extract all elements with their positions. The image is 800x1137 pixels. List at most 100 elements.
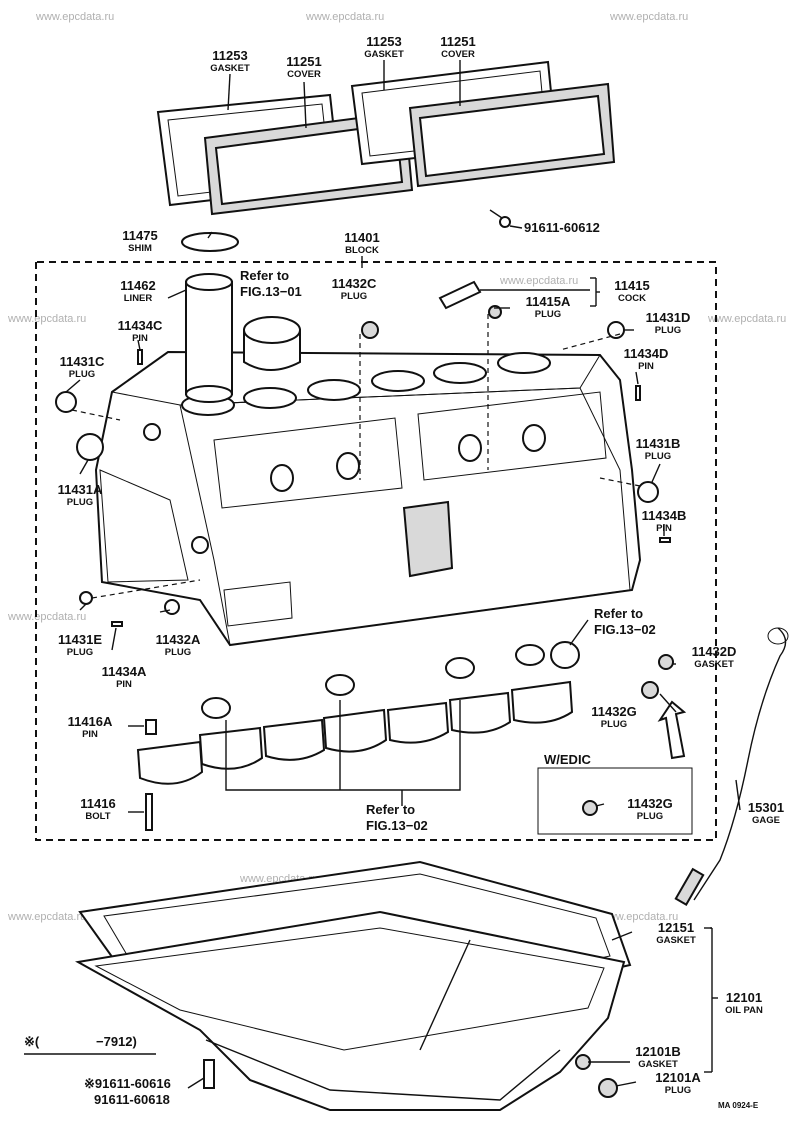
part-name: COCK bbox=[618, 293, 646, 304]
watermark: www.epcdata.ru bbox=[305, 11, 384, 23]
part-name: PLUG bbox=[535, 309, 561, 320]
part-number: 15301 bbox=[748, 800, 784, 815]
reference-plug[interactable]: Refer to FIG.13−02 bbox=[594, 606, 656, 637]
watermark: www.epcdata.ru bbox=[7, 611, 86, 623]
part-number: 11431B bbox=[636, 436, 681, 451]
piston-illustration bbox=[243, 316, 301, 371]
liner-illustration bbox=[185, 273, 233, 403]
part-name: PLUG bbox=[645, 451, 671, 462]
part-label-91611c[interactable]: 91611-60618 bbox=[94, 1092, 170, 1107]
reference-bearing[interactable]: Refer to FIG.13−02 bbox=[366, 802, 428, 833]
part-number: 91611-60612 bbox=[524, 220, 600, 235]
part-name: OIL PAN bbox=[725, 1005, 763, 1016]
part-label-91611b[interactable]: ※91611-60616 bbox=[84, 1076, 171, 1091]
watermark: www.epcdata.ru bbox=[609, 11, 688, 23]
part-number: 11251 bbox=[286, 54, 321, 69]
wedic-variant-box bbox=[537, 767, 693, 835]
part-number: 11432G bbox=[591, 704, 637, 719]
part-number: 11431A bbox=[58, 482, 103, 497]
part-name: PLUG bbox=[341, 291, 367, 302]
part-name: PIN bbox=[656, 523, 672, 534]
part-name: COVER bbox=[287, 69, 321, 80]
part-name: PIN bbox=[82, 729, 98, 740]
part-number: 11415A bbox=[526, 294, 571, 309]
part-name: GASKET bbox=[364, 49, 404, 60]
part-name: PLUG bbox=[67, 647, 93, 658]
part-number: 11253 bbox=[366, 34, 401, 49]
part-name: LINER bbox=[124, 293, 153, 304]
part-number: 11434A bbox=[102, 664, 147, 679]
part-name: PIN bbox=[132, 333, 148, 344]
reference-labels: Refer to FIG.13−01 Refer to FIG.13−02 Re… bbox=[240, 268, 656, 833]
part-name: BLOCK bbox=[345, 245, 379, 256]
reference-line: Refer to bbox=[366, 802, 415, 817]
part-number: 11431D bbox=[646, 310, 691, 325]
part-number: 11253 bbox=[212, 48, 247, 63]
reference-line: Refer to bbox=[594, 606, 643, 621]
part-number: 11416A bbox=[68, 714, 113, 729]
part-number: 11251 bbox=[440, 34, 475, 49]
part-name: PIN bbox=[116, 679, 132, 690]
watermark: www.epcdata.ru bbox=[599, 911, 678, 923]
watermark: www.epcdata.ru bbox=[7, 911, 86, 923]
part-number: 91611-60618 bbox=[94, 1092, 170, 1107]
watermark: www.epcdata.ru bbox=[499, 275, 578, 287]
part-number: 12101 bbox=[726, 990, 762, 1005]
part-number: 11434D bbox=[624, 346, 669, 361]
part-number: 11432G bbox=[627, 796, 673, 811]
watermark: www.epcdata.ru bbox=[7, 313, 86, 325]
part-name: GASKET bbox=[638, 1059, 678, 1070]
part-number: 11434C bbox=[118, 318, 163, 333]
part-number: 11432A bbox=[156, 632, 201, 647]
part-name: GASKET bbox=[694, 659, 734, 670]
dipstick-illustration bbox=[674, 627, 789, 906]
footer-code: MA 0924-E bbox=[718, 1101, 759, 1110]
block-assembly-frame bbox=[35, 261, 717, 841]
part-label-91611a[interactable]: 91611-60612 bbox=[524, 220, 600, 235]
part-name: PLUG bbox=[67, 497, 93, 508]
reference-liner[interactable]: Refer to FIG.13−01 bbox=[240, 268, 302, 299]
cylinder-block-illustration bbox=[94, 350, 642, 647]
part-number: 11415 bbox=[614, 278, 649, 293]
part-number: 11431E bbox=[58, 632, 102, 647]
part-number: ※91611-60616 bbox=[84, 1076, 171, 1091]
reference-line: Refer to bbox=[240, 268, 289, 283]
part-number: 11434B bbox=[642, 508, 687, 523]
watermark: www.epcdata.ru bbox=[35, 11, 114, 23]
part-number: 11416 bbox=[80, 796, 115, 811]
part-name: PLUG bbox=[165, 647, 191, 658]
